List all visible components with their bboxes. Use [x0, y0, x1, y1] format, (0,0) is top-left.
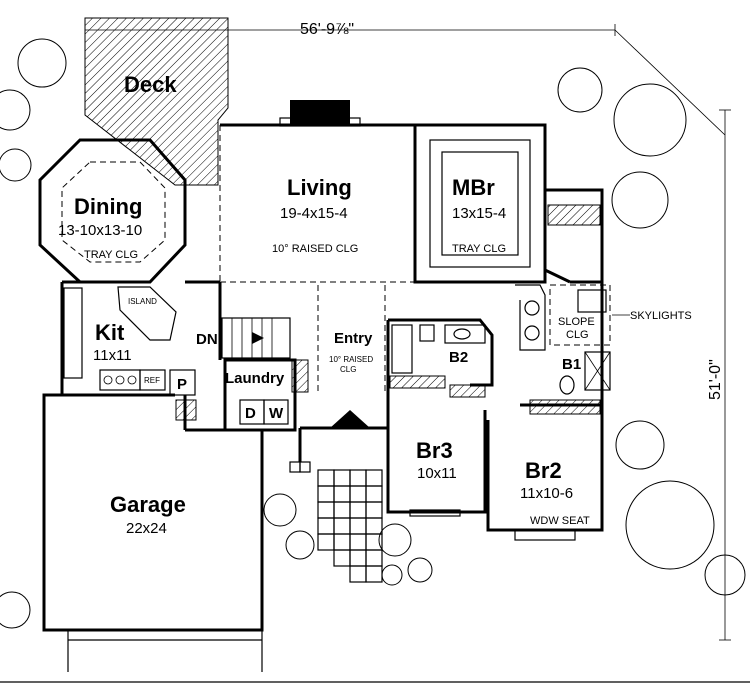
- stairs: DN: [196, 317, 291, 359]
- b2-name: B2: [449, 349, 468, 366]
- laundry-name: Laundry: [225, 370, 285, 387]
- entry: Entry 10° RAISED CLG: [317, 285, 386, 428]
- br3-size: 10x11: [417, 465, 457, 482]
- br2-size: 11x10-6: [520, 485, 573, 502]
- mbr-name: MBr: [452, 175, 495, 200]
- depth-dimension: 51'-0": [707, 109, 731, 641]
- dryer-label: D: [245, 405, 256, 422]
- mbr: MBr 13x15-4 TRAY CLG: [413, 123, 601, 284]
- b1-note-line1: SLOPE: [558, 316, 595, 328]
- width-dimension-label: 56'-9⅞": [300, 21, 354, 38]
- br3-name: Br3: [416, 438, 453, 463]
- b1: SLOPE CLG B1 SKYLIGHTS: [515, 188, 692, 407]
- trees: [0, 38, 746, 629]
- br2-name: Br2: [525, 458, 562, 483]
- kit-ref-label: REF: [144, 376, 160, 385]
- b2: B2: [388, 318, 494, 389]
- kit-size: 11x11: [93, 347, 132, 364]
- garage-size: 22x24: [126, 520, 167, 537]
- kit-name: Kit: [95, 320, 125, 345]
- deck-name: Deck: [124, 72, 177, 97]
- garage: Garage 22x24: [42, 393, 264, 672]
- living: Living 19-4x15-4 10° RAISED CLG: [219, 100, 415, 283]
- mbr-note: TRAY CLG: [452, 243, 506, 255]
- pantry-label: P: [177, 376, 187, 393]
- exterior-walls: [0, 268, 750, 683]
- dining-note: TRAY CLG: [84, 249, 138, 261]
- br2-note: WDW SEAT: [530, 515, 590, 527]
- entry-note-line2: CLG: [340, 365, 356, 374]
- b1-note-line2: CLG: [566, 329, 589, 341]
- br3: Br3 10x11: [386, 320, 487, 517]
- walkway: [289, 426, 388, 583]
- kit-island-label: ISLAND: [128, 297, 157, 306]
- dining-name: Dining: [74, 194, 142, 219]
- washer-label: W: [269, 405, 284, 422]
- living-name: Living: [287, 175, 352, 200]
- kitchen: ISLAND Kit 11x11 REF P: [60, 282, 196, 397]
- garage-name: Garage: [110, 492, 186, 517]
- entry-name: Entry: [334, 330, 373, 347]
- dining: Dining 13-10x13-10 TRAY CLG: [38, 138, 187, 284]
- laundry: Laundry D W: [175, 358, 309, 432]
- living-size: 19-4x15-4: [280, 205, 348, 222]
- entry-note-line1: 10° RAISED: [329, 355, 373, 364]
- dining-size: 13-10x13-10: [58, 222, 142, 239]
- b1-name: B1: [562, 356, 581, 373]
- skylights-label: SKYLIGHTS: [630, 310, 692, 322]
- living-note: 10° RAISED CLG: [272, 243, 358, 255]
- br2: Br2 11x10-6 WDW SEAT: [486, 399, 604, 541]
- mbr-size: 13x15-4: [452, 205, 506, 222]
- deck: Deck: [84, 17, 229, 186]
- stairs-label: DN: [196, 331, 218, 348]
- depth-dimension-label: 51'-0": [707, 359, 724, 400]
